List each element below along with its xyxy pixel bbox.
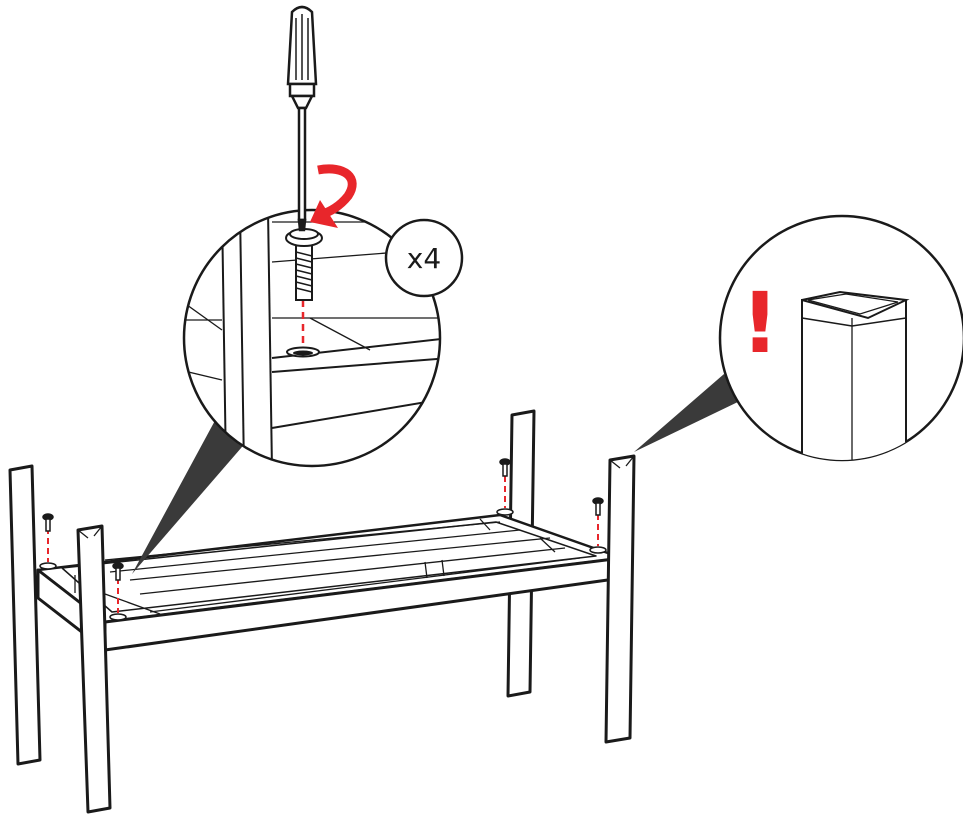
leg-front-left: [76, 524, 112, 814]
cross-slats: [74, 518, 581, 615]
bench-screws: [42, 458, 604, 613]
callout-wedge-right: [634, 374, 742, 452]
bench-frame: [8, 409, 636, 814]
screw-icon: [112, 562, 124, 613]
screwdriver-icon: [286, 5, 318, 232]
callout-wedge-left: [132, 415, 248, 574]
warning-icon: !: [741, 274, 779, 372]
quantity-label: x4: [407, 242, 441, 275]
leg-back-left: [8, 464, 42, 766]
quantity-badge: x4: [384, 218, 464, 298]
zoom-detail-leg-cap: !: [718, 214, 963, 462]
screw-icon: [592, 497, 604, 546]
frame-holes: [39, 508, 607, 621]
rotate-arrow-icon: [310, 164, 357, 228]
screw-icon: [499, 458, 511, 508]
leg-front-right: [604, 454, 636, 744]
screw-icon: [42, 513, 54, 562]
